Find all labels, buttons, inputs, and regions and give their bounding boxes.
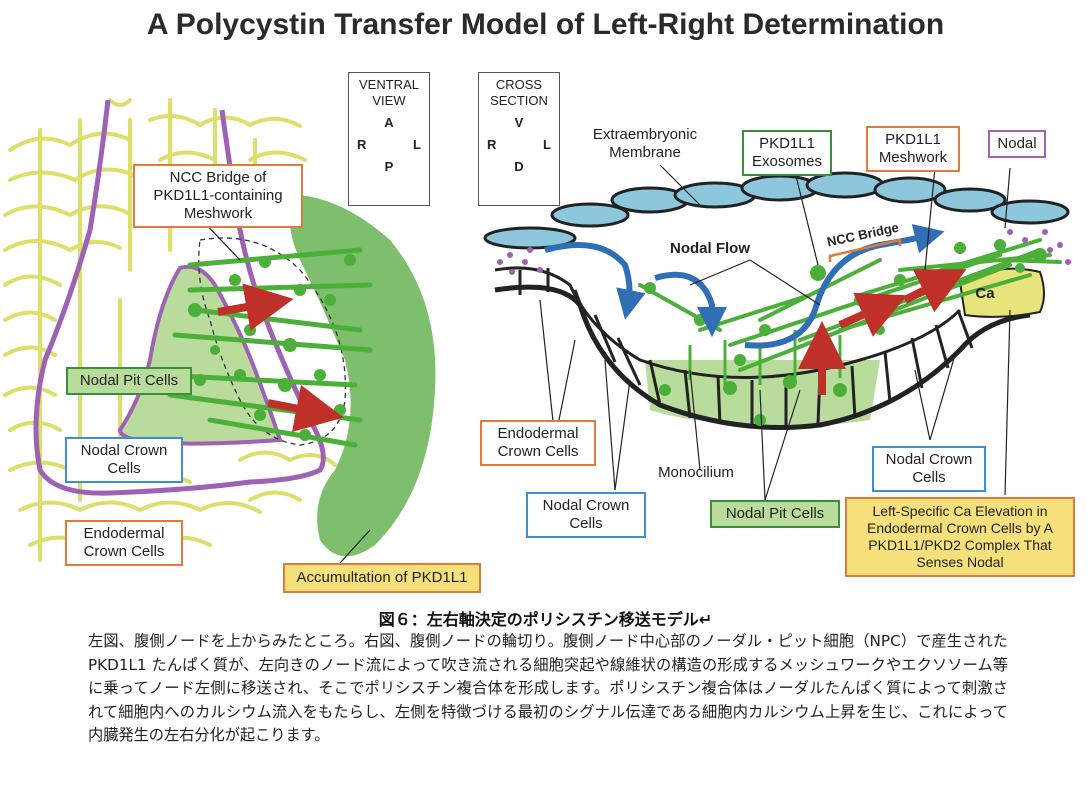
cross-section-label-1: CROSS [495,77,543,92]
nodal-protein-dots [497,229,1071,275]
axis-dorsal: D [514,159,524,174]
ncc-bridge-label: NCC Bridge of PKD1L1-containing Meshwork [133,164,303,228]
ventral-view-label-1: VENTRAL [359,77,419,92]
flow-arrow-left-lower [267,384,344,433]
axis-posterior: P [384,159,394,174]
exosomes-label: PKD1L1 Exosomes [742,130,832,176]
figure-title: A Polycystin Transfer Model of Left-Righ… [146,8,945,41]
caption-title: 図６：左右軸決定のポリシスチン移送モデル↵ [378,610,713,629]
cross-section-label-2: SECTION [490,93,548,108]
ca-label: Ca [975,285,995,302]
axis-left: L [413,137,421,152]
flow-arrow-right-mid [838,292,907,337]
endodermal-crown-cells-label: Endodermal Crown Cells [65,520,183,566]
nodal-flow-arrow-3 [744,224,945,349]
ncc-bridge-bracket [828,238,902,262]
nodal-crown-cells-label: Nodal Crown Cells [65,437,183,483]
ventral-view-label-2: VIEW [372,93,406,108]
axis-right-cs: R [487,137,497,152]
node-cup-inner [494,266,962,379]
pkd1l1-accumulation-area [290,195,436,557]
ca-elevation-label: Left-Specific Ca Elevation in Endodermal… [845,497,1075,577]
cell-walls [518,268,974,428]
flow-arrow-left-upper [217,283,294,331]
flow-arrow-right-top [903,269,967,313]
meshwork-label: PKD1L1 Meshwork [866,126,960,172]
axis-right: R [357,137,367,152]
axis-left-cs: L [543,137,551,152]
ventral-view-box: VENTRAL VIEW A R L P [348,72,430,206]
monocilium-label: Monocilium [658,464,734,481]
nodal-flow-label: Nodal Flow [670,240,750,257]
accumulation-label: Accumultation of PKD1L1 [283,563,481,593]
nodal-crown-cells-right-label-b: Nodal Crown Cells [872,446,986,492]
extraembryonic-membrane-label: Extraembryonic Membrane [592,126,698,161]
endodermal-crown-cells-right-label: Endodermal Crown Cells [480,420,596,466]
diagram-artwork [3,98,1071,564]
nodal-pit-cells-right-label: Nodal Pit Cells [710,500,840,528]
axis-ventral: V [514,115,524,130]
nodal-flow-arrow-1 [544,242,646,320]
axis-anterior: A [384,115,394,130]
nodal-label: Nodal [988,130,1046,158]
caption-body: 左図、腹側ノードを上からみたところ。右図、腹側ノードの輪切り。腹側ノード中心部の… [88,632,1008,744]
cross-section-box: CROSS SECTION V R L D [478,72,560,206]
nodal-flow-arrow-2 [654,271,727,337]
extraembryonic-membrane [483,171,1070,250]
ncc-bridge-outline [198,237,347,446]
nodal-crown-cells-right-label-a: Nodal Crown Cells [526,492,646,538]
nodal-pit-cells-label: Nodal Pit Cells [66,367,192,395]
